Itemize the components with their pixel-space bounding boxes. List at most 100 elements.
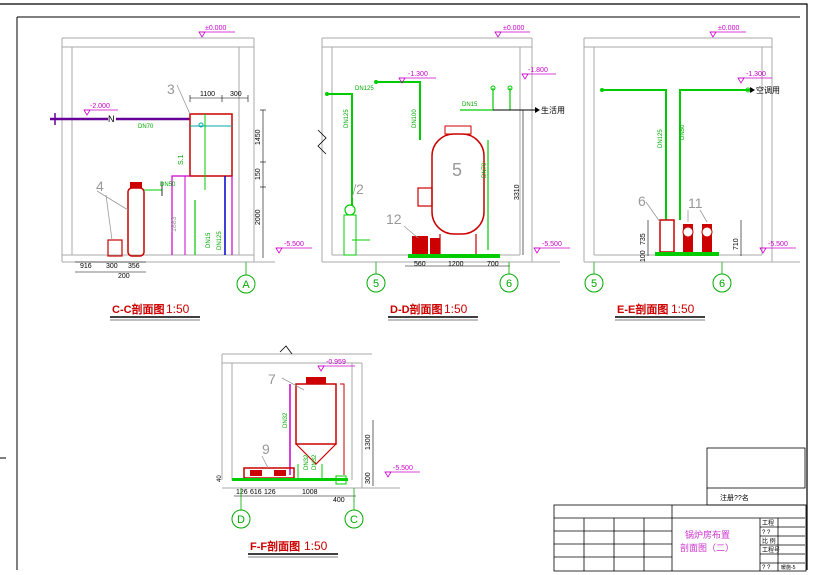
ff-left-mark: 40: [217, 475, 223, 482]
ff-dim-b1: 126: [236, 489, 248, 496]
title-drawing-name-2: 剖面图（二）: [680, 542, 734, 553]
title-block: [553, 447, 807, 572]
ee-floor-level-mark: -5.500: [759, 241, 796, 254]
dd-dim-v: 3310: [514, 184, 521, 200]
title-row-6: 暖施-5: [781, 564, 796, 571]
cc-dim-top-2: 300: [230, 91, 242, 98]
ee-pipe-dn125: DN125: [658, 129, 664, 148]
cc-pipe-dn125: DN125: [217, 231, 223, 250]
dd-level-2: -1.800: [528, 67, 548, 74]
dd-top-level: ±0.000: [503, 25, 524, 32]
cc-pipe-dn15: DN15: [206, 232, 212, 248]
cc-tank-3: [189, 113, 233, 177]
cc-pipe-level-mark: -2.000: [83, 103, 118, 116]
ee-title: E-E剖面图: [617, 302, 668, 316]
ee-level-1: -1.300: [746, 71, 766, 78]
ff-pipe-dn32b: DN32: [304, 454, 310, 470]
title-row-3: 比 例: [762, 537, 776, 545]
ff-pipe-dn32c: DN32: [312, 454, 318, 470]
ff-dim-b4: 1008: [302, 489, 318, 496]
cc-dim-v-1: 1450: [255, 129, 262, 145]
ff-axis-d: D: [237, 514, 245, 526]
cc-title: C-C剖面图: [112, 302, 165, 316]
ee-level-1-mark: -1.300: [737, 71, 772, 84]
cc-dim-top: [189, 95, 249, 102]
cc-dim-top-1: 1100: [200, 91, 215, 98]
dd-axis-5: 5: [373, 278, 379, 290]
ee-callout-11: 11: [688, 195, 703, 211]
cc-n-marker: [108, 115, 116, 123]
ff-dim-b5: 400: [333, 497, 345, 504]
dd-callout-12: 12: [386, 211, 402, 227]
cc-dim-v-3: 2000: [255, 209, 262, 225]
ee-floor-level: -5.500: [768, 241, 788, 248]
ff-pipe-dn32a: DN32: [283, 412, 289, 428]
dd-floor-level: -5.500: [542, 241, 562, 248]
cc-pipe-dn50: DN50: [160, 182, 176, 188]
ee-scale: 1:50: [671, 302, 695, 316]
title-row-1: 工程: [762, 519, 774, 527]
sheet-frame: [0, 3, 808, 570]
ff-floor-level: -5.500: [393, 465, 413, 472]
cc-callout-4: 4: [96, 178, 104, 194]
title-row-5: ? ?: [762, 565, 771, 571]
title-drawing-name-1: 锅炉房布置: [685, 529, 730, 540]
ff-dim-b2: 616: [250, 489, 262, 496]
title-row-4: 工程号: [762, 546, 780, 554]
cc-top-level-mark: ±0.000: [198, 25, 235, 38]
ee-dim-v1: 735: [640, 233, 647, 245]
cc-top-level: ±0.000: [205, 25, 226, 32]
ff-axis-c: C: [350, 514, 358, 526]
ff-walls: [221, 353, 400, 489]
dd-pipe-dn15: DN15: [462, 102, 478, 108]
ee-dim-v2: 100: [640, 250, 647, 262]
ff-floor-level-mark: -5.500: [384, 465, 420, 478]
dd-pipe-dn125a: DN125: [355, 86, 374, 92]
ee-pipe-dn50: DN50: [680, 124, 686, 140]
dd-title: D-D剖面图: [390, 302, 443, 316]
dd-scale: 1:50: [444, 302, 468, 316]
cc-pipe-dn70: DN70: [138, 124, 154, 130]
cc-scale: 1:50: [166, 302, 190, 316]
ff-scale: 1:50: [304, 539, 328, 553]
cc-floor-level-mark: -5.500: [275, 241, 312, 254]
ee-walls: [583, 37, 800, 263]
dd-callout-5: 5: [452, 160, 462, 180]
cc-dim-b4: 200: [118, 273, 130, 280]
ff-callout-9: 9: [262, 441, 270, 457]
cc-floor-level: -5.500: [284, 241, 304, 248]
dd-dim-b2: 1200: [448, 261, 464, 268]
section-dd: ±0.000 DN125 DN125 DN100 -1.300 DN15 生活用…: [317, 25, 570, 321]
ee-axis-6: 6: [719, 278, 725, 290]
dd-level-2-mark: -1.800: [521, 67, 556, 80]
ff-dim-v1: 1300: [365, 434, 372, 450]
title-note: 注册??名: [720, 493, 749, 502]
ff-level-1: -0.959: [326, 359, 346, 366]
dd-floor-level-mark: -5.500: [533, 241, 570, 254]
dd-dim-b1: 560: [414, 261, 426, 268]
cc-dim-b1: 916: [80, 263, 92, 270]
cc-dim-b2: 300: [106, 263, 118, 270]
cc-axis-a: A: [242, 279, 250, 291]
ff-callout-7: 7: [268, 371, 276, 387]
ee-label-air: 空调用: [756, 85, 780, 95]
section-ee: ±0.000 DN125 DN50 空调用 -1.300 6 11 735 10…: [583, 25, 800, 321]
cc-n-label: N: [108, 114, 115, 124]
ee-top-level: ±0.000: [718, 25, 739, 32]
dd-top-level-mark: ±0.000: [494, 25, 530, 38]
ee-dim-v3: 710: [733, 238, 740, 250]
dd-axis-6: 6: [506, 278, 512, 290]
section-ff: -0.959 7 DN32 DN32 DN32 9 1300 300 -5.50…: [217, 345, 420, 558]
cc-dim-left: 1883: [171, 216, 178, 232]
ff-dim-b3: 126: [264, 489, 276, 496]
dd-callout-2: 2: [356, 181, 364, 197]
cc-dim-b3: 356: [128, 263, 140, 270]
cc-pipe-level: -2.000: [90, 103, 110, 110]
cc-callout-3: 3: [167, 81, 175, 97]
ff-dim-v2: 300: [365, 472, 372, 484]
dd-pipe-dn125b: DN125: [344, 109, 350, 128]
dd-pipe-dn100: DN100: [412, 109, 418, 128]
title-row-2: ? ?: [762, 530, 771, 536]
dd-label-life: 生活用: [541, 105, 565, 115]
